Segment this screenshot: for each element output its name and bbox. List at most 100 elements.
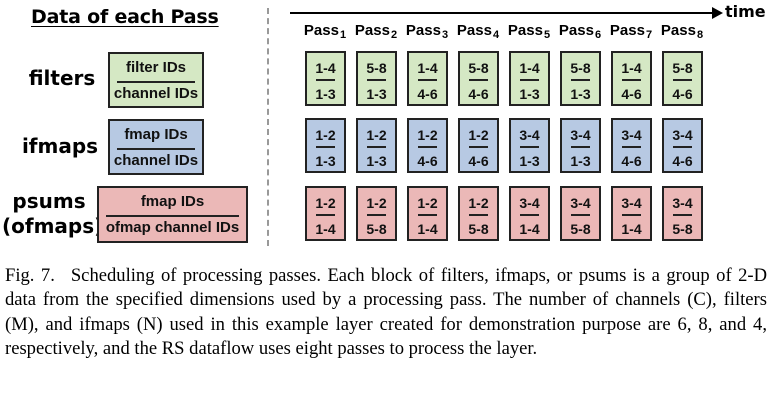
row-label-line: psums	[12, 189, 86, 213]
cell-top-range: 1-2	[315, 195, 336, 211]
pass-label-text: Pass	[660, 22, 696, 39]
cell-ifmaps-pass-2: 1-2 1-3	[356, 118, 397, 173]
cell-top-range: 5-8	[366, 60, 387, 76]
cell-divider	[571, 146, 590, 148]
time-arrow-icon	[712, 7, 723, 19]
cell-bottom-range: 4-6	[468, 86, 489, 102]
cell-top-range: 3-4	[519, 127, 540, 143]
pass-index: 7	[645, 29, 653, 41]
pass-label: Pass5	[503, 22, 555, 41]
pass-label: Pass8	[656, 22, 708, 41]
pass-label: Pass1	[299, 22, 351, 41]
cell-divider	[469, 79, 488, 81]
legend-box-ifmaps: fmap IDs channel IDs	[108, 119, 204, 175]
cell-bottom-range: 4-6	[672, 86, 693, 102]
cell-divider	[571, 79, 590, 81]
pass-label-text: Pass	[405, 22, 441, 39]
cell-divider	[367, 214, 386, 216]
cell-divider	[367, 146, 386, 148]
cell-filters-pass-1: 1-4 1-3	[305, 51, 346, 106]
time-axis-line	[290, 12, 714, 14]
cell-bottom-range: 4-6	[417, 86, 438, 102]
cell-bottom-range: 1-3	[519, 153, 540, 169]
cell-bottom-range: 4-6	[621, 86, 642, 102]
cell-ifmaps-pass-5: 3-4 1-3	[509, 118, 550, 173]
cell-bottom-range: 5-8	[570, 221, 591, 237]
cell-bottom-range: 1-3	[570, 86, 591, 102]
pass-label-text: Pass	[507, 22, 543, 39]
legend-top-label: fmap IDs	[124, 126, 188, 143]
cell-top-range: 1-2	[417, 127, 438, 143]
cell-divider	[520, 79, 539, 81]
cell-psums-pass-1: 1-2 1-4	[305, 186, 346, 241]
cell-top-range: 5-8	[672, 60, 693, 76]
cell-bottom-range: 4-6	[468, 153, 489, 169]
cell-bottom-range: 1-3	[315, 153, 336, 169]
cell-top-range: 1-2	[417, 195, 438, 211]
cell-bottom-range: 1-3	[366, 153, 387, 169]
pass-index: 3	[441, 29, 449, 41]
cell-bottom-range: 5-8	[366, 221, 387, 237]
separator-dashed-line	[267, 8, 269, 246]
row-label-line: ifmaps	[21, 134, 99, 158]
cell-divider	[418, 146, 437, 148]
row-label-line: filters	[28, 66, 96, 90]
cell-bottom-range: 4-6	[672, 153, 693, 169]
pass-label: Pass7	[605, 22, 657, 41]
cell-divider	[418, 79, 437, 81]
cell-top-range: 1-2	[468, 127, 489, 143]
cell-top-range: 1-2	[366, 127, 387, 143]
cell-divider	[316, 214, 335, 216]
time-axis-label: time	[725, 2, 766, 21]
legend-top-label: filter IDs	[125, 59, 186, 76]
cell-divider	[673, 79, 692, 81]
cell-divider	[673, 146, 692, 148]
pass-index: 8	[696, 29, 704, 41]
cell-divider	[622, 214, 641, 216]
cell-divider	[622, 146, 641, 148]
legend-divider	[106, 215, 239, 217]
pass-index: 1	[339, 29, 347, 41]
cell-bottom-range: 1-4	[315, 221, 336, 237]
legend-bottom-label: ofmap channel IDs	[105, 219, 240, 236]
row-label-psums: psums(ofmaps)	[2, 189, 103, 239]
cell-filters-pass-6: 5-8 1-3	[560, 51, 601, 106]
legend-bottom-label: channel IDs	[113, 152, 199, 169]
cell-ifmaps-pass-4: 1-2 4-6	[458, 118, 499, 173]
cell-top-range: 3-4	[672, 195, 693, 211]
pass-label-text: Pass	[354, 22, 390, 39]
cell-top-range: 5-8	[570, 60, 591, 76]
row-label-filters: filters	[22, 66, 102, 91]
pass-label: Pass4	[452, 22, 504, 41]
cell-ifmaps-pass-1: 1-2 1-3	[305, 118, 346, 173]
cell-top-range: 3-4	[570, 127, 591, 143]
pass-label-text: Pass	[456, 22, 492, 39]
cell-top-range: 3-4	[519, 195, 540, 211]
cell-top-range: 1-4	[315, 60, 336, 76]
cell-top-range: 3-4	[621, 195, 642, 211]
cell-bottom-range: 1-4	[621, 221, 642, 237]
pass-index: 6	[594, 29, 602, 41]
cell-top-range: 1-2	[315, 127, 336, 143]
legend-divider	[117, 148, 195, 150]
caption-text: Scheduling of processing passes. Each bl…	[5, 265, 768, 360]
cell-bottom-range: 1-3	[315, 86, 336, 102]
pass-index: 2	[390, 29, 398, 41]
cell-filters-pass-8: 5-8 4-6	[662, 51, 703, 106]
cell-divider	[367, 79, 386, 81]
cell-divider	[673, 214, 692, 216]
caption-figure-number: Fig. 7.	[5, 265, 55, 286]
cell-divider	[469, 146, 488, 148]
diagram-title: Data of each Pass	[31, 6, 219, 28]
